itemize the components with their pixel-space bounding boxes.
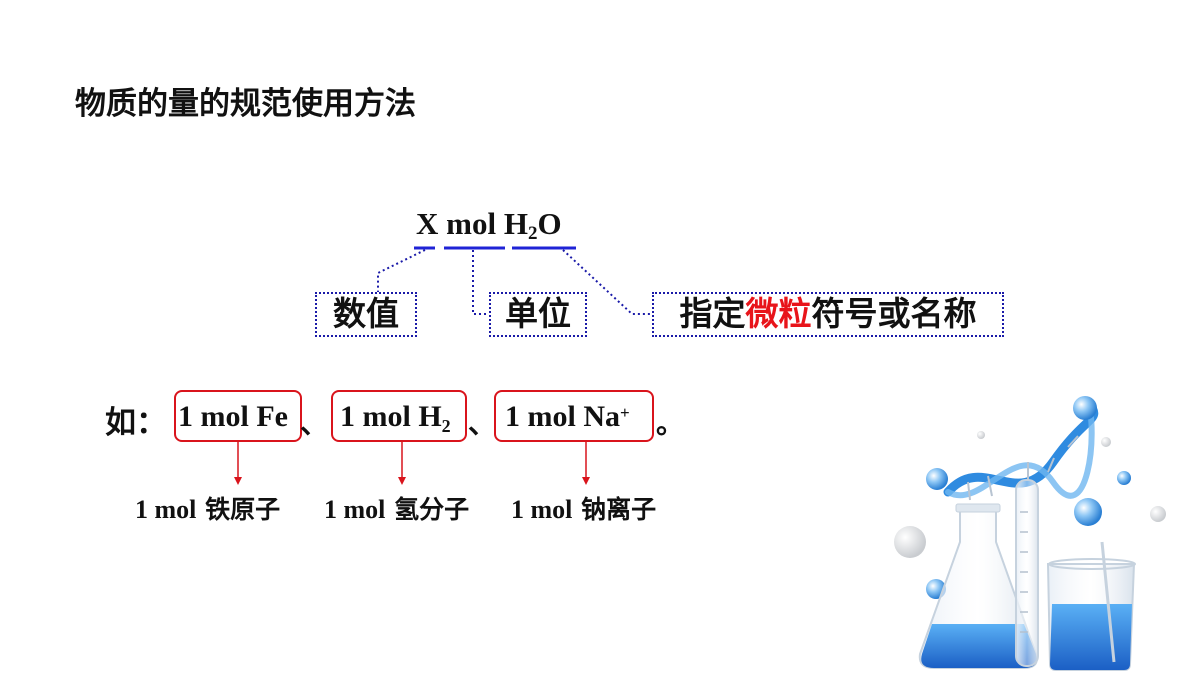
- bubble-icon: [1073, 396, 1097, 420]
- arrow-head-3: [582, 477, 590, 485]
- unit-label: 单位: [505, 294, 571, 333]
- arrow-head-2: [398, 477, 406, 485]
- particle-label-box: 指定微粒符号或名称: [652, 292, 1004, 337]
- particle-label-highlight: 微粒: [745, 294, 812, 333]
- separator-1: 、: [300, 407, 329, 440]
- example-1: 1 mol Fe: [178, 400, 288, 433]
- example-2: 1 mol H2: [340, 400, 451, 436]
- separator-2: 、: [468, 407, 497, 440]
- example-lead: 如：: [105, 405, 167, 441]
- example-box-2: [331, 390, 467, 442]
- stirring-rod-icon: [1100, 541, 1116, 663]
- dna-strand-icon: [943, 397, 1099, 497]
- meaning-1: 1 mol 铁原子: [135, 495, 281, 524]
- unit-connector: [472, 250, 489, 315]
- value-label: 数值: [333, 294, 399, 333]
- arrow-head-1: [234, 477, 242, 485]
- example-box-3: [494, 390, 654, 442]
- particle-label-prefix: 指定: [679, 294, 746, 333]
- formula-value: X: [416, 206, 439, 241]
- example-box-1: [174, 390, 302, 442]
- test-tube-icon: [1015, 479, 1039, 667]
- formula-unit: mol: [446, 206, 497, 241]
- unit-label-box: 单位: [489, 292, 587, 337]
- particle-label-suffix: 符号或名称: [811, 294, 977, 333]
- slide-title: 物质的量的规范使用方法: [75, 86, 416, 122]
- species-connector: [562, 249, 652, 315]
- meaning-2: 1 mol 氢分子: [324, 495, 470, 524]
- example-end-punctuation: 。: [656, 407, 685, 440]
- formula: X mol H2O: [416, 206, 562, 245]
- meaning-3: 1 mol 钠离子: [511, 495, 657, 524]
- chemistry-lab-glassware-dna-illustration: [894, 396, 1166, 671]
- value-connector: [377, 249, 426, 292]
- value-label-box: 数值: [315, 292, 417, 337]
- formula-species: H2O: [503, 206, 562, 244]
- example-3: 1 mol Na+: [505, 400, 630, 433]
